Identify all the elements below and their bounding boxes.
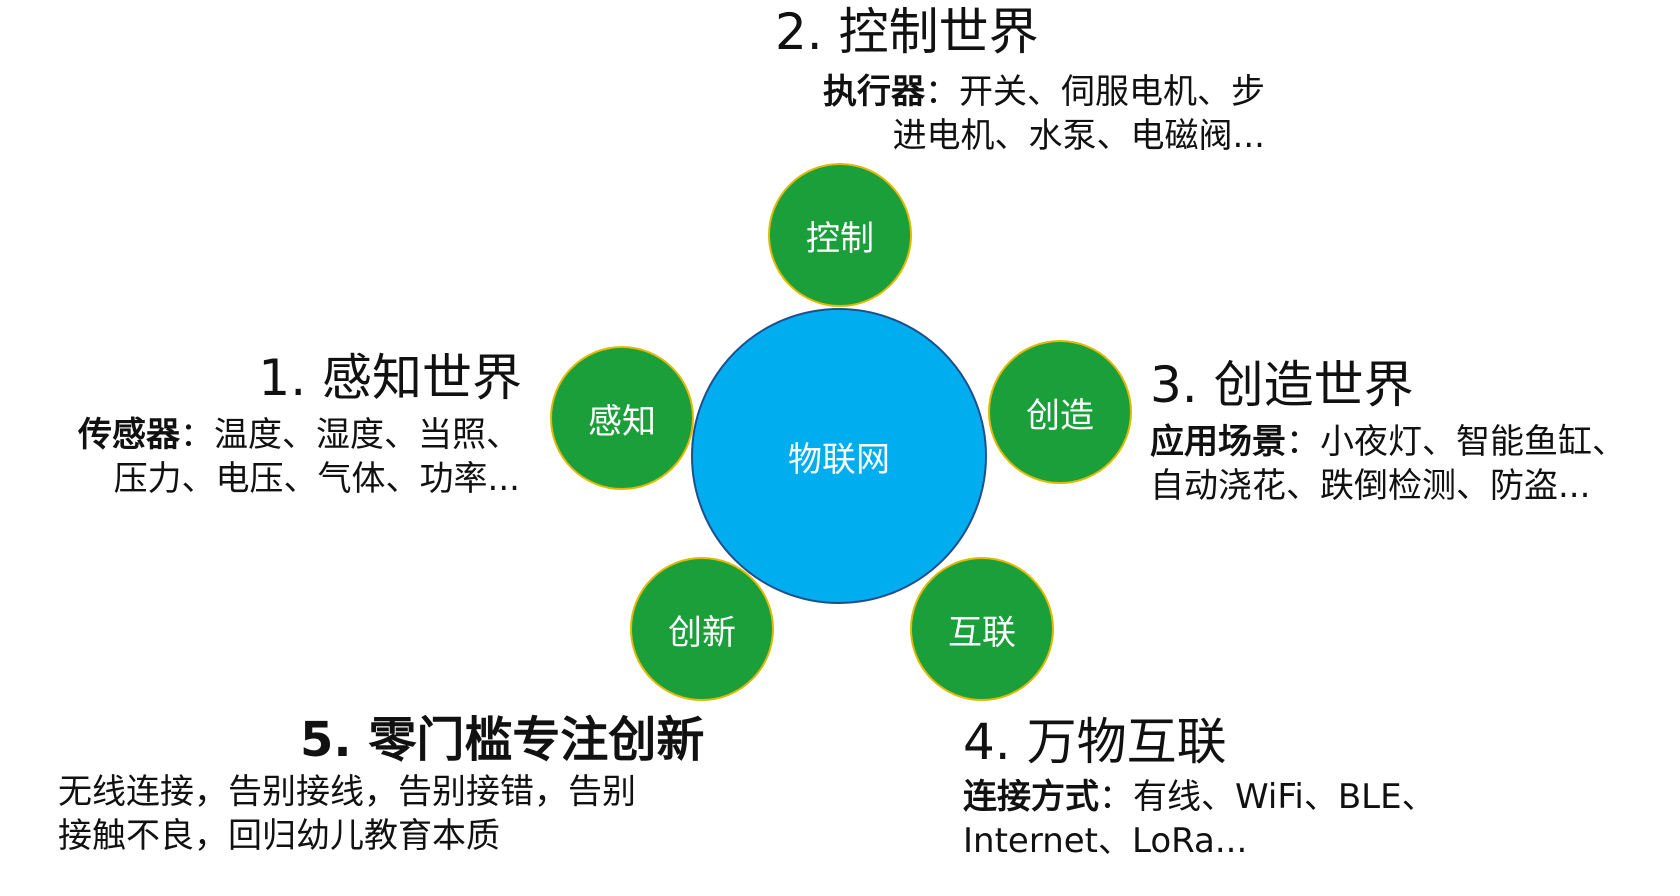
hub-label: 物联网 <box>788 439 890 480</box>
section-create-desc: 应用场景：小夜灯、智能鱼缸、 自动浇花、跌倒检测、防盗... <box>1150 420 1626 508</box>
node-control-label: 控制 <box>806 218 874 259</box>
section-connect-title: 4. 万物互联 <box>963 713 1227 771</box>
node-innovate-label: 创新 <box>668 612 736 653</box>
section-perceive-key: 传感器 <box>78 415 180 455</box>
node-perceive: 感知 <box>550 346 694 490</box>
section-innovate-line1: 无线连接，告别接线，告别接错，告别 <box>58 772 636 812</box>
section-innovate-line2: 接触不良，回归幼儿教育本质 <box>58 816 500 856</box>
section-perceive-title: 1. 感知世界 <box>258 349 522 407</box>
section-control-desc: 执行器：开关、伺服电机、步 进电机、水泵、电磁阀... <box>780 70 1265 158</box>
section-perceive-line2: 压力、电压、气体、功率... <box>113 459 520 499</box>
section-connect-line1: 连接方式：有线、WiFi、BLE、 <box>963 777 1436 817</box>
node-create: 创造 <box>988 340 1132 484</box>
section-create-key: 应用场景 <box>1150 422 1286 462</box>
node-connect: 互联 <box>910 557 1054 701</box>
node-perceive-label: 感知 <box>588 401 656 442</box>
section-connect-key: 连接方式 <box>963 777 1099 817</box>
section-connect-desc: 连接方式：有线、WiFi、BLE、 Internet、LoRa... <box>963 775 1436 863</box>
section-control-key: 执行器 <box>823 72 925 112</box>
section-innovate-desc: 无线连接，告别接线，告别接错，告别 接触不良，回归幼儿教育本质 <box>58 770 636 858</box>
section-control-line1: 执行器：开关、伺服电机、步 <box>823 72 1265 112</box>
section-control-line2: 进电机、水泵、电磁阀... <box>892 116 1265 156</box>
hub-iot-circle: 物联网 <box>691 308 987 604</box>
section-control-title: 2. 控制世界 <box>775 3 1039 61</box>
section-create-line2: 自动浇花、跌倒检测、防盗... <box>1150 466 1591 506</box>
section-innovate-title: 5. 零门槛专注创新 <box>300 712 705 768</box>
section-connect-line2: Internet、LoRa... <box>963 821 1248 861</box>
section-create-title: 3. 创造世界 <box>1150 356 1414 414</box>
node-create-label: 创造 <box>1026 395 1094 436</box>
node-innovate: 创新 <box>630 557 774 701</box>
node-connect-label: 互联 <box>948 612 1016 653</box>
section-perceive-desc: 传感器：温度、湿度、当照、 压力、电压、气体、功率... <box>20 413 520 501</box>
node-control: 控制 <box>768 163 912 307</box>
section-perceive-line1: 传感器：温度、湿度、当照、 <box>78 415 520 455</box>
section-create-line1: 应用场景：小夜灯、智能鱼缸、 <box>1150 422 1626 462</box>
